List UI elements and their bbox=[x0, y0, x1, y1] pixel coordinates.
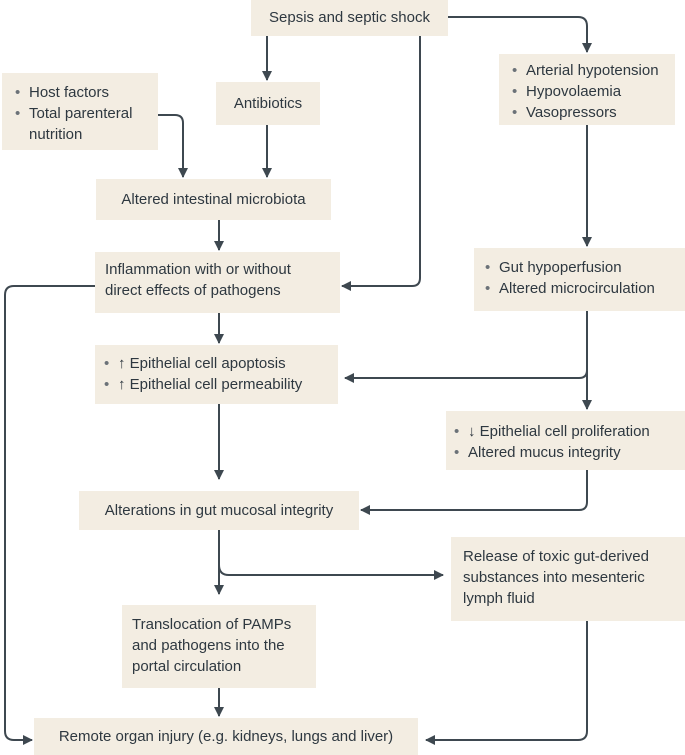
release-line-3: lymph fluid bbox=[463, 590, 535, 607]
hypotension-line-3: Vasopressors bbox=[512, 102, 675, 123]
host-factors-line-2: Total parenteral bbox=[15, 103, 158, 124]
node-mucosal-text: Alterations in gut mucosal integrity bbox=[104, 502, 334, 519]
bullet-icon bbox=[454, 421, 468, 442]
hypotension-line-2: Hypovolaemia bbox=[512, 81, 675, 102]
node-remote: Remote organ injury (e.g. kidneys, lungs… bbox=[34, 718, 418, 755]
apoptosis-line-2: ↑ Epithelial cell permeability bbox=[104, 374, 338, 395]
release-line-1: Release of toxic gut-derived bbox=[463, 548, 649, 565]
node-sepsis: Sepsis and septic shock bbox=[251, 0, 448, 36]
node-proliferation: ↓ Epithelial cell proliferation Altered … bbox=[446, 411, 685, 470]
translocation-line-3: portal circulation bbox=[132, 658, 242, 675]
translocation-line-1: Translocation of PAMPs bbox=[132, 616, 292, 633]
node-antibiotics: Antibiotics bbox=[216, 82, 320, 125]
bullet-icon bbox=[15, 82, 29, 103]
inflammation-line-1: Inflammation with or without bbox=[105, 261, 291, 278]
arrow-sepsis-to-hypotension bbox=[448, 16, 592, 53]
arrow-hypoperfusion-to-apoptosis bbox=[344, 311, 588, 383]
arrow-release-to-remote bbox=[425, 621, 588, 745]
bullet-icon bbox=[485, 257, 499, 278]
hypoperfusion-line-1: Gut hypoperfusion bbox=[485, 257, 685, 278]
bullet-icon bbox=[104, 374, 118, 395]
bullet-icon bbox=[15, 103, 29, 124]
bullet-icon bbox=[512, 81, 526, 102]
proliferation-line-2: Altered mucus integrity bbox=[454, 442, 685, 463]
node-microbiota: Altered intestinal microbiota bbox=[96, 179, 331, 220]
node-mucosal: Alterations in gut mucosal integrity bbox=[79, 491, 359, 530]
arrow-sepsis-to-inflammation bbox=[341, 36, 421, 291]
node-inflammation: Inflammation with or without direct effe… bbox=[95, 252, 340, 313]
node-release: Release of toxic gut-derived substances … bbox=[451, 537, 685, 621]
bullet-icon bbox=[485, 278, 499, 299]
proliferation-line-1: ↓ Epithelial cell proliferation bbox=[454, 421, 685, 442]
bullet-icon bbox=[512, 60, 526, 81]
arrow-host-to-microbiota bbox=[158, 114, 188, 178]
bullet-icon bbox=[454, 442, 468, 463]
host-factors-line-1: Host factors bbox=[15, 82, 158, 103]
node-hypotension: Arterial hypotension Hypovolaemia Vasopr… bbox=[499, 54, 675, 125]
node-hypoperfusion: Gut hypoperfusion Altered microcirculati… bbox=[474, 248, 685, 311]
node-microbiota-text: Altered intestinal microbiota bbox=[121, 191, 306, 208]
node-remote-text: Remote organ injury (e.g. kidneys, lungs… bbox=[58, 728, 394, 745]
node-translocation: Translocation of PAMPs and pathogens int… bbox=[122, 605, 316, 688]
translocation-line-2: and pathogens into the bbox=[132, 637, 285, 654]
node-sepsis-text: Sepsis and septic shock bbox=[269, 9, 430, 26]
host-factors-line-3: nutrition bbox=[29, 126, 83, 143]
release-line-2: substances into mesenteric bbox=[463, 569, 645, 586]
node-host-factors: Host factors Total parenteral nutrition bbox=[2, 73, 158, 150]
arrow-inflammation-to-remote bbox=[4, 285, 95, 745]
hypoperfusion-line-2: Altered microcirculation bbox=[485, 278, 685, 299]
bullet-icon bbox=[512, 102, 526, 123]
bullet-icon bbox=[104, 353, 118, 374]
arrow-mucosal-to-release bbox=[218, 564, 444, 580]
arrow-proliferation-to-mucosal bbox=[360, 470, 588, 515]
apoptosis-line-1: ↑ Epithelial cell apoptosis bbox=[104, 353, 338, 374]
inflammation-line-2: direct effects of pathogens bbox=[105, 282, 281, 299]
node-apoptosis: ↑ Epithelial cell apoptosis ↑ Epithelial… bbox=[95, 345, 338, 404]
hypotension-line-1: Arterial hypotension bbox=[512, 60, 675, 81]
node-antibiotics-text: Antibiotics bbox=[233, 95, 303, 112]
